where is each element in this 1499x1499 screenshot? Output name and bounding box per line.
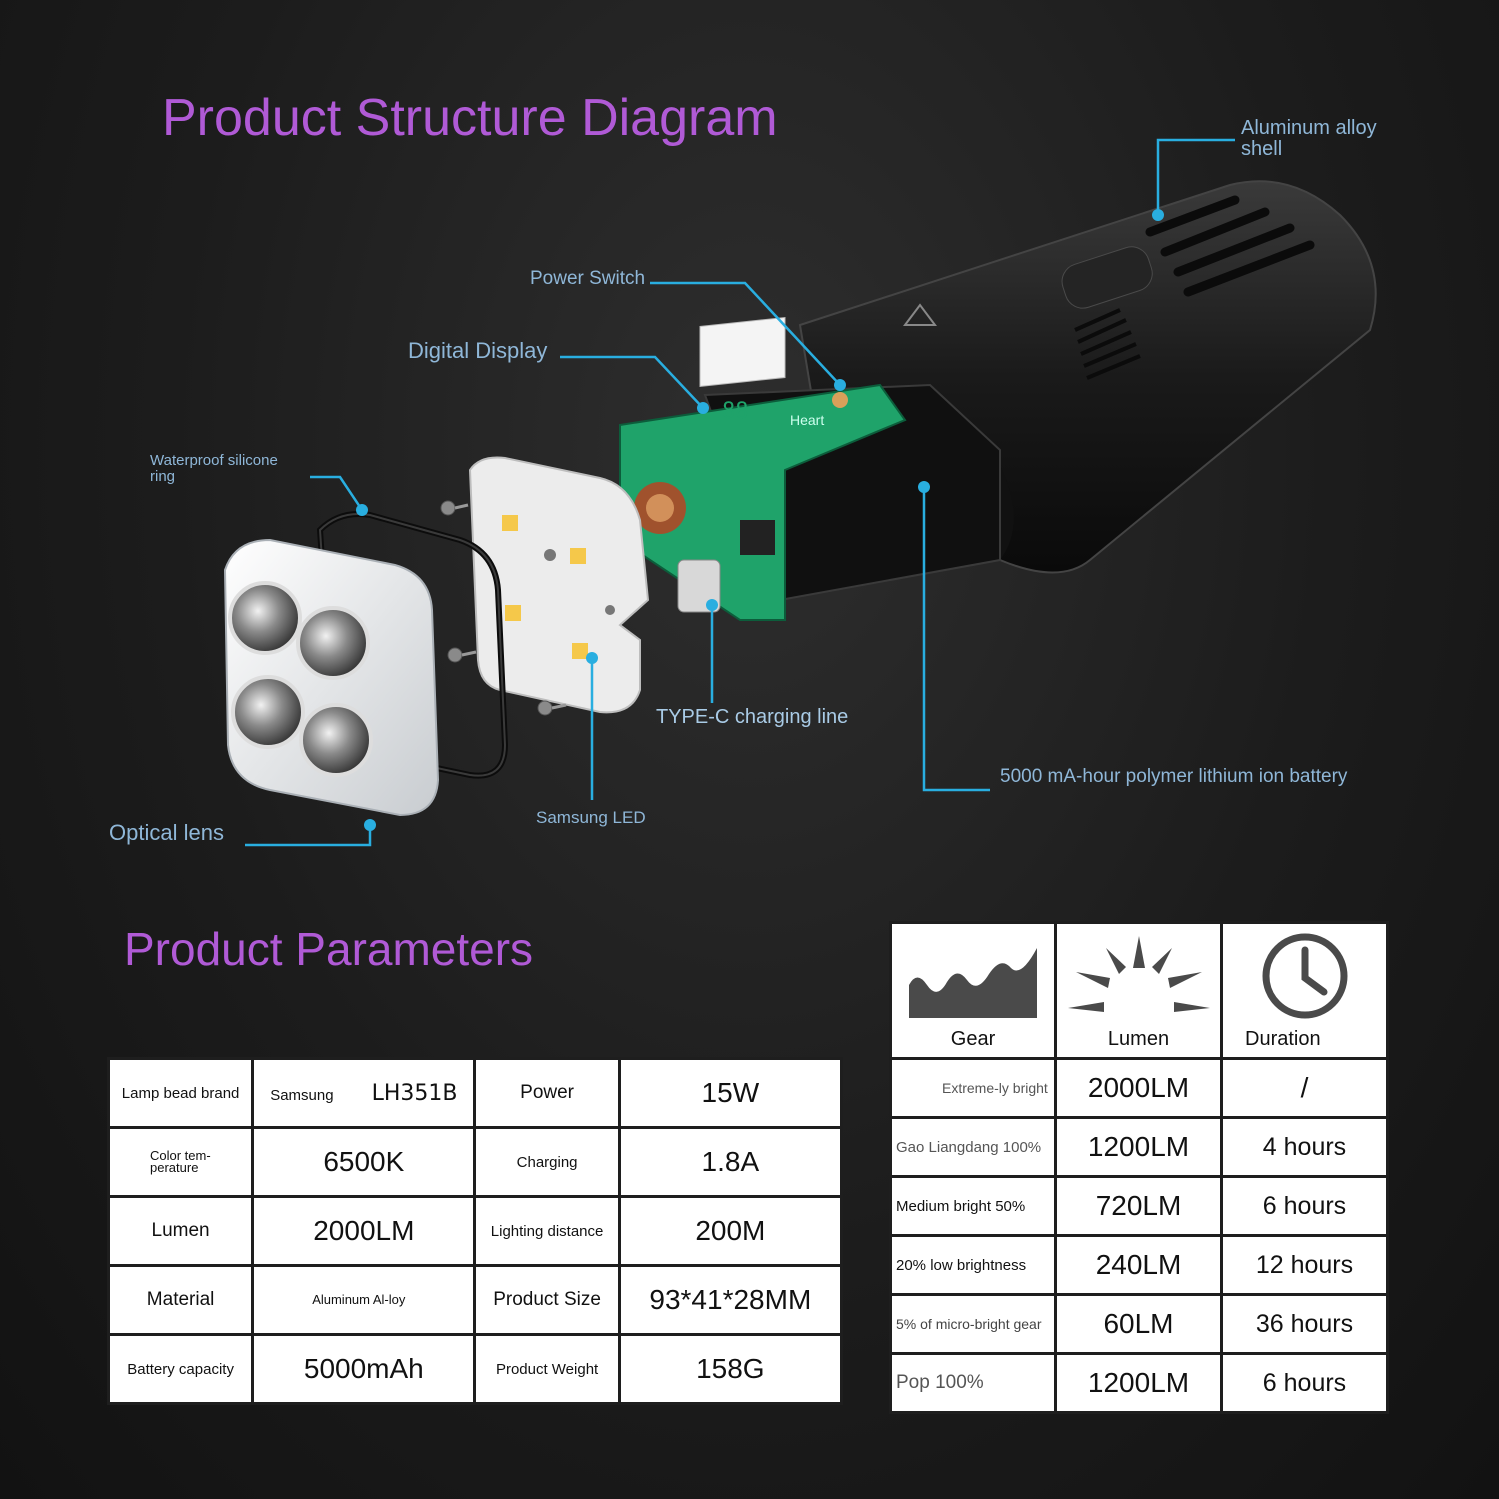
gear-table: Gear Lumen Duration [889, 921, 1389, 1414]
leader-lines [245, 138, 1235, 847]
param-label: Product Size [473, 1264, 621, 1336]
param-value: 2000LM [251, 1195, 477, 1267]
param-label: Color tem-perature [106, 1126, 255, 1198]
duration-cell: 12 hours [1220, 1234, 1389, 1296]
optical-lens [223, 538, 440, 817]
gear-cell: Medium bright 50% [889, 1175, 1057, 1237]
param-label: Lamp bead brand [106, 1057, 255, 1129]
param-value: 15W [617, 1057, 844, 1129]
param-label: Battery capacity [106, 1333, 255, 1405]
gear-header: Gear [889, 921, 1057, 1060]
sunburst-icon [1067, 936, 1210, 1012]
gear-cell: Pop 100% [889, 1352, 1057, 1414]
lumen-cell: 720LM [1054, 1175, 1223, 1237]
led-plate [468, 456, 650, 714]
flashlight-body [703, 180, 1377, 602]
param-label: Product Weight [473, 1333, 621, 1405]
duration-header: Duration [1220, 921, 1389, 1060]
parameters-title: Product Parameters [124, 923, 534, 975]
table-row: Lumen 2000LM Lighting distance 200M [106, 1195, 844, 1267]
svg-text:88: 88 [722, 399, 749, 424]
table-row: Extreme-ly bright 2000LM / [889, 1057, 1389, 1119]
gear-cell: 5% of micro-bright gear [889, 1293, 1057, 1355]
gear-cell: Extreme-ly bright [889, 1057, 1057, 1119]
callout-waterproof-ring: Waterproof silicone ring [150, 452, 278, 485]
table-row: Pop 100% 1200LM 6 hours [889, 1352, 1389, 1414]
callout-power-switch: Power Switch [530, 268, 646, 289]
param-value: 5000mAh [251, 1333, 477, 1405]
param-label: Lighting distance [473, 1195, 621, 1267]
callout-optical-lens: Optical lens [109, 820, 224, 845]
table-row: Material Aluminum Al-loy Product Size 93… [106, 1264, 844, 1336]
table-row: 5% of micro-bright gear 60LM 36 hours [889, 1293, 1389, 1355]
duration-cell: 6 hours [1220, 1175, 1389, 1237]
duration-cell: / [1220, 1057, 1389, 1119]
lumen-header: Lumen [1054, 921, 1223, 1060]
exploded-diagram: 88 Heart [223, 138, 1377, 847]
duration-cell: 36 hours [1220, 1293, 1389, 1355]
table-row: Gao Liangdang 100% 1200LM 4 hours [889, 1116, 1389, 1178]
table-row: Color tem-perature 6500K Charging 1.8A [106, 1126, 844, 1198]
callout-samsung-led: Samsung LED [536, 808, 646, 827]
table-row: Battery capacity 5000mAh Product Weight … [106, 1333, 844, 1405]
param-value: 158G [617, 1333, 844, 1405]
mountain-icon [909, 948, 1037, 1018]
pcb-label: Heart [790, 412, 824, 428]
lumen-cell: 1200LM [1054, 1352, 1223, 1414]
param-value: 200M [617, 1195, 844, 1267]
param-label: Power [473, 1057, 621, 1129]
param-value: Aluminum Al-loy [251, 1264, 477, 1336]
lumen-cell: 2000LM [1054, 1057, 1223, 1119]
callout-battery: 5000 mA-hour polymer lithium ion battery [1000, 766, 1348, 787]
callout-digital-display: Digital Display [408, 338, 548, 363]
param-label: Charging [473, 1126, 621, 1198]
duration-cell: 6 hours [1220, 1352, 1389, 1414]
param-label: Material [106, 1264, 255, 1336]
duration-cell: 4 hours [1220, 1116, 1389, 1178]
lumen-cell: 240LM [1054, 1234, 1223, 1296]
leader-dots [356, 209, 1164, 831]
table-row: 20% low brightness 240LM 12 hours [889, 1234, 1389, 1296]
clock-icon [1262, 933, 1347, 1019]
table-row: Medium bright 50% 720LM 6 hours [889, 1175, 1389, 1237]
lumen-cell: 60LM [1054, 1293, 1223, 1355]
param-value: 6500K [251, 1126, 477, 1198]
param-value: 1.8A [617, 1126, 844, 1198]
param-label: Lumen [106, 1195, 255, 1267]
callout-type-c: TYPE-C charging line [656, 706, 849, 728]
callout-aluminum-shell: Aluminum alloy shell [1241, 117, 1377, 160]
lumen-cell: 1200LM [1054, 1116, 1223, 1178]
gear-cell: Gao Liangdang 100% [889, 1116, 1057, 1178]
gear-header-row: Gear Lumen Duration [889, 921, 1389, 1060]
gear-cell: 20% low brightness [889, 1234, 1057, 1296]
param-value: 93*41*28MM [617, 1264, 844, 1336]
structure-title: Product Structure Diagram [162, 89, 778, 147]
screws [440, 500, 567, 716]
